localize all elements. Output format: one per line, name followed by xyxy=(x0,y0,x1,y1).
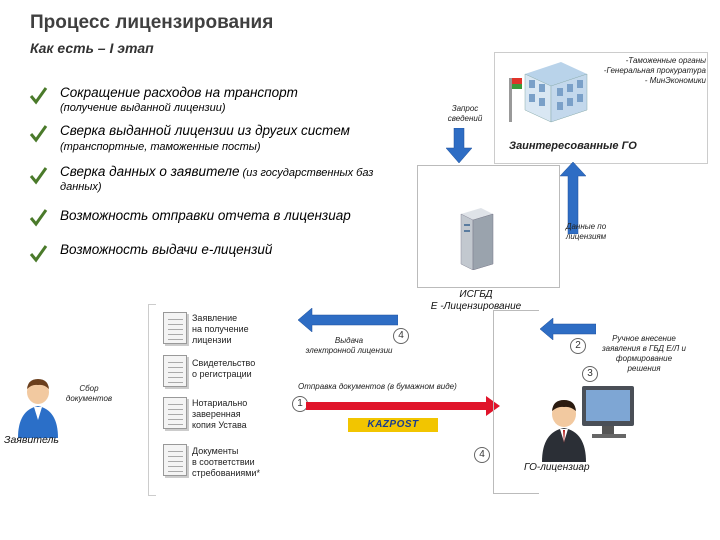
document-line: Нотариально xyxy=(192,398,248,408)
bullet-5 xyxy=(28,244,48,269)
send-docs-label: Отправка документов (в бумажном виде) xyxy=(298,382,457,391)
manual-entry-line: формирование xyxy=(615,354,673,363)
step-1-badge: 1 xyxy=(292,396,308,412)
issue-license-line: Выдача xyxy=(334,336,364,345)
bullet-1 xyxy=(28,86,48,111)
gov-label: Заинтересованные ГО xyxy=(509,140,637,152)
step-2-badge: 2 xyxy=(570,338,586,354)
arrow-down-icon xyxy=(446,128,472,164)
document-line: лицензии xyxy=(192,335,232,345)
kazpost-logo: KAZPOST xyxy=(348,418,438,432)
bullet-4-text: Возможность отправки отчета в лицензиар xyxy=(60,208,351,223)
document-icon xyxy=(163,397,187,429)
arrow-left-icon xyxy=(298,308,398,332)
bullet-5-text: Возможность выдачи е-лицензий xyxy=(60,242,273,257)
document-1-label: Заявление на получение лицензии xyxy=(192,313,249,346)
server-box xyxy=(417,165,560,288)
step-4-badge: 4 xyxy=(393,328,409,344)
documents-bracket xyxy=(148,304,156,496)
document-line: на получение xyxy=(192,324,249,334)
document-line: стребованиями* xyxy=(192,468,260,478)
checkmark-icon xyxy=(29,245,48,263)
document-line: копия Устава xyxy=(192,420,247,430)
government-building-icon xyxy=(509,62,588,123)
manual-entry-label: Ручное внесение заявления в ГБД Е/Л и фо… xyxy=(594,334,694,374)
gov-box xyxy=(494,52,708,164)
document-icon xyxy=(163,444,187,476)
request-line: Запрос xyxy=(451,104,479,113)
bullet-2-text: Сверка выданной лицензии из других систе… xyxy=(60,123,350,138)
document-2-label: Свидетельство о регистрации xyxy=(192,358,255,380)
document-line: заверенная xyxy=(192,409,241,419)
collect-docs-line: документов xyxy=(65,394,113,403)
collect-docs-line: Сбор xyxy=(79,384,99,393)
gov-list: -Таможенные органы -Генеральная прокурат… xyxy=(596,56,706,86)
gov-list-item: - МинЭкономики xyxy=(644,76,706,85)
issue-license-line: электронной лицензии xyxy=(305,346,393,355)
license-data-label: Данные по лицензиям xyxy=(556,222,616,242)
request-line: сведений xyxy=(447,114,483,123)
server-label-line: Е -Лицензирование xyxy=(430,301,522,312)
document-icon xyxy=(163,312,187,344)
gov-list-item: -Таможенные органы xyxy=(625,56,706,65)
bullet-4 xyxy=(28,208,48,233)
checkmark-icon xyxy=(29,209,48,227)
arrow-up-icon xyxy=(560,162,586,234)
bullet-1-sub: (получение выданной лицензии) xyxy=(60,102,226,114)
arrow-right-icon xyxy=(306,396,500,416)
manual-entry-line: заявления в ГБД Е/Л и xyxy=(602,344,686,353)
license-data-line: Данные по xyxy=(565,222,607,231)
bullet-3-tail: (из государственных баз xyxy=(239,167,374,179)
bullet-3 xyxy=(28,166,48,191)
manual-entry-line: Ручное внесение xyxy=(612,334,676,343)
document-icon xyxy=(163,355,187,387)
bullet-1-text: Сокращение расходов на транспорт xyxy=(60,85,298,100)
applicant-label: Заявитель xyxy=(4,434,59,446)
document-3-label: Нотариально заверенная копия Устава xyxy=(192,398,247,431)
page-title: Процесс лицензирования xyxy=(30,12,274,33)
arrow-left-icon xyxy=(540,318,596,340)
bullet-3-text: Сверка данных о заявителе xyxy=(60,164,240,179)
step-4-badge-2: 4 xyxy=(474,447,490,463)
checkmark-icon xyxy=(29,125,48,143)
document-4-label: Документы в соответствии стребованиями* xyxy=(192,446,260,479)
person-icon xyxy=(18,379,58,438)
server-label-line: ИСГБД xyxy=(459,289,493,300)
document-line: Заявление xyxy=(192,313,238,323)
step-3-badge: 3 xyxy=(582,366,598,382)
document-line: Свидетельство xyxy=(192,358,256,368)
gov-list-item: -Генеральная прокуратура xyxy=(603,66,706,75)
collect-docs-label: Сбор документов xyxy=(58,384,120,404)
licensor-bracket xyxy=(493,310,539,494)
bullet-2-sub: (транспортные, таможенные посты) xyxy=(60,141,261,153)
checkmark-icon xyxy=(29,167,48,185)
bullet-3-sub: данных) xyxy=(60,181,102,193)
bullet-2 xyxy=(28,124,48,149)
license-data-line: лицензиям xyxy=(565,232,607,241)
request-label: Запрос сведений xyxy=(440,104,490,124)
server-label: ИСГБД Е -Лицензирование xyxy=(412,289,540,313)
issue-license-label: Выдача электронной лицензии xyxy=(290,336,408,356)
server-icon xyxy=(460,208,494,270)
bullet-3-textline: Сверка данных о заявителе (из государств… xyxy=(60,163,400,181)
licensor-label: ГО-лицензиар xyxy=(524,462,590,473)
document-line: о регистрации xyxy=(192,369,252,379)
checkmark-icon xyxy=(29,87,48,105)
document-line: Документы xyxy=(192,446,239,456)
page-subtitle: Как есть – I этап xyxy=(30,40,154,56)
manual-entry-line: решения xyxy=(627,364,661,373)
document-line: в соответствии xyxy=(192,457,255,467)
licensor-workstation-icon xyxy=(542,386,634,462)
